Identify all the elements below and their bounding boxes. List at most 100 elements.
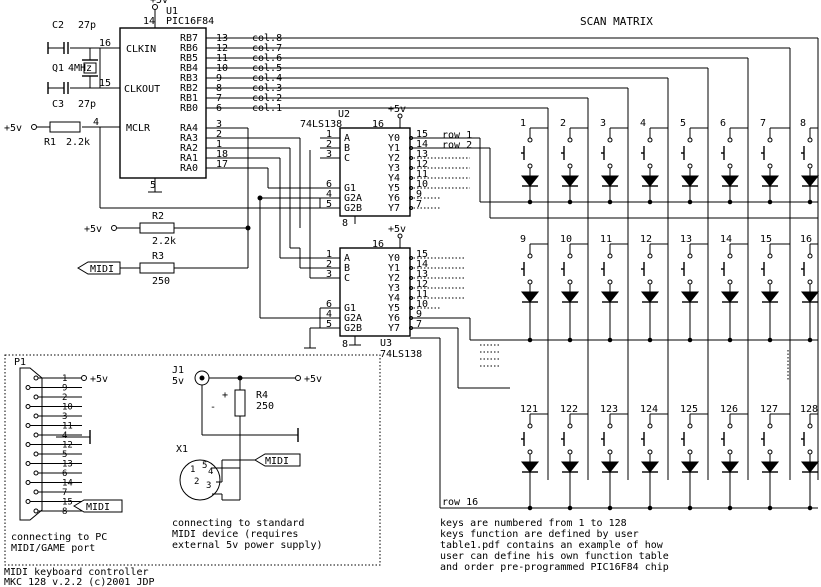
p1-pin-number: 4: [62, 431, 67, 441]
u1-rb-label: RB3: [180, 73, 198, 84]
junction: [807, 337, 813, 343]
p1-pin-number: 9: [62, 384, 67, 394]
c3-ref: C3: [52, 99, 64, 110]
decoder-output-label: Y4: [388, 293, 400, 304]
decoder-input-pin: 2: [326, 139, 332, 150]
diode: [640, 175, 660, 187]
p1-pin-number: 6: [62, 469, 67, 479]
key-contact: [767, 449, 773, 455]
decoder-output-pin: 15: [416, 249, 428, 260]
r4-ref: R4: [256, 390, 268, 401]
decoder-input-label: G2B: [344, 203, 362, 214]
decoder-input-label: G1: [344, 183, 356, 194]
key-contact: [527, 449, 533, 455]
diode: [800, 291, 820, 303]
decoder-input-label: C: [344, 273, 350, 284]
diode: [600, 175, 620, 187]
oscillator-circuit: C2 27p C3 27p Q1 4MHz: [47, 20, 101, 110]
row2-label: row 2: [442, 140, 472, 151]
decoder-input-label: G2A: [344, 193, 362, 204]
p1-pin-hole: [33, 413, 39, 419]
decoder-input-pin: 3: [326, 269, 332, 280]
r2-vcc: +5v: [84, 224, 102, 235]
key-number: 14: [720, 234, 732, 245]
u1-part: PIC16F84: [166, 16, 214, 27]
key-contact: [647, 137, 653, 143]
decoder-input-label: B: [344, 143, 350, 154]
key-contact: [607, 163, 613, 169]
u1-pin-vdd: 14: [143, 16, 155, 27]
key-contact: [567, 423, 573, 429]
x1-caption-3: external 5v power supply): [172, 540, 323, 551]
diode: [600, 291, 620, 303]
row16-label: row 16: [442, 497, 478, 508]
j1-label: 5v: [172, 376, 184, 387]
u1-clkin-label: CLKIN: [126, 44, 156, 55]
decoder-output-pin: 12: [416, 159, 428, 170]
decoder-output-pin: 7: [416, 199, 422, 210]
diode: [520, 291, 540, 303]
p1-pin-number: 7: [62, 488, 67, 498]
diode: [760, 461, 780, 473]
key-number: 126: [720, 404, 738, 415]
key-contact: [807, 423, 813, 429]
key-number: 123: [600, 404, 618, 415]
key-contact: [727, 279, 733, 285]
x1-ref: X1: [176, 444, 188, 455]
p1-midi-flag: [73, 499, 123, 513]
decoder-output-bubble: [409, 266, 413, 270]
diode: [760, 291, 780, 303]
junction: [687, 199, 693, 205]
key-contact: [687, 137, 693, 143]
diode: [720, 291, 740, 303]
key-contact: [527, 137, 533, 143]
diode: [520, 461, 540, 473]
key-contact: [647, 423, 653, 429]
diode: [520, 175, 540, 187]
key-number: 15: [760, 234, 772, 245]
u1-pic16f84: U1 PIC16F84 +5v 14 5 CLKIN CLKOUT MCLR 1…: [82, 0, 282, 193]
decoder-input-pin: 2: [326, 259, 332, 270]
u3-pin-vcc: 16: [372, 239, 384, 250]
key-contact: [527, 423, 533, 429]
key-contact: [727, 163, 733, 169]
scan-matrix-title: SCAN MATRIX: [580, 15, 653, 28]
decoder-output-pin: 12: [416, 279, 428, 290]
key-contact: [567, 449, 573, 455]
u1-rb-label: RB7: [180, 33, 198, 44]
decoder-output-pin: 7: [416, 319, 422, 330]
x1-pin-number: 4: [208, 467, 213, 477]
diode: [560, 175, 580, 187]
u3-vcc: +5v: [388, 224, 406, 235]
key-number: 9: [520, 234, 526, 245]
r3-value: 250: [152, 276, 170, 287]
key-contact: [607, 279, 613, 285]
u1-ra-label: RA2: [180, 143, 198, 154]
key-number: 7: [760, 118, 766, 129]
u1-ra-label: RA4: [180, 123, 198, 134]
key-contact: [527, 279, 533, 285]
junction: [727, 337, 733, 343]
footer-title: MIDI keyboard controller: [4, 567, 149, 578]
decoder-input-label: B: [344, 263, 350, 274]
p1-pin-hole: [25, 442, 31, 447]
u1-ref: U1: [166, 6, 178, 17]
p1-pin-number: 1: [62, 374, 67, 384]
junction: [767, 337, 773, 343]
junction: [527, 337, 533, 343]
diode: [800, 461, 820, 473]
x1-pin-number: 3: [206, 481, 211, 491]
decoder-output-label: Y3: [388, 283, 400, 294]
key-contact: [647, 279, 653, 285]
key-contact: [727, 423, 733, 429]
q1-ref: Q1: [52, 63, 64, 74]
junction: [607, 505, 613, 511]
decoder-input-pin: 6: [326, 179, 332, 190]
diode: [640, 291, 660, 303]
key-contact: [767, 163, 773, 169]
key-contact: [567, 163, 573, 169]
x1-caption-2: MIDI device (requires: [172, 529, 298, 540]
key-number: 13: [680, 234, 692, 245]
j1-minus: -: [210, 402, 216, 413]
